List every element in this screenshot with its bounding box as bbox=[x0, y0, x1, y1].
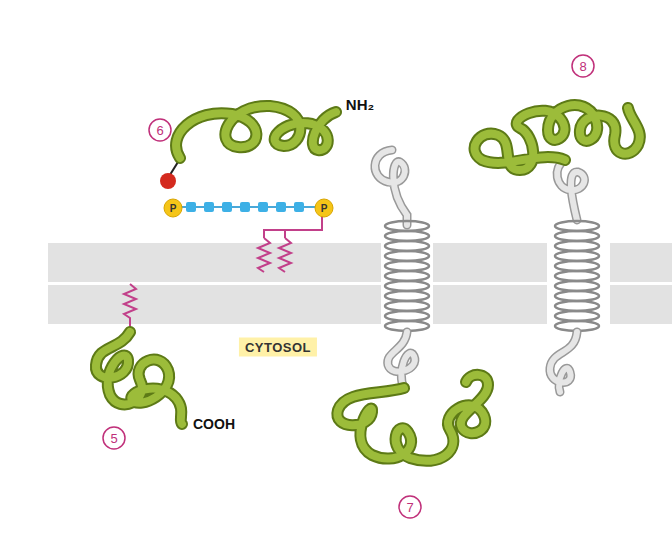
protein-chain bbox=[96, 332, 182, 424]
callout-number: 8 bbox=[579, 60, 586, 73]
svg-text:P: P bbox=[321, 203, 328, 214]
svg-text:P: P bbox=[170, 203, 177, 214]
protein-chain bbox=[337, 375, 488, 461]
callout-number: 5 bbox=[110, 432, 117, 445]
transmembrane-helix bbox=[550, 160, 599, 392]
compartment-label: CYTOSOL bbox=[239, 338, 317, 357]
callout-number: 6 bbox=[156, 124, 163, 137]
terminus-label: COOH bbox=[193, 417, 235, 431]
protein-chain bbox=[475, 105, 640, 170]
terminus-label: NH₂ bbox=[346, 97, 374, 112]
callout-number: 7 bbox=[406, 501, 413, 514]
lipid-anchor bbox=[124, 284, 136, 330]
transmembrane-helix bbox=[375, 150, 429, 388]
gpi-anchor: P P bbox=[160, 162, 333, 272]
protein-chain bbox=[176, 106, 336, 158]
callout-circle bbox=[103, 55, 594, 518]
lipid-bilayer bbox=[48, 243, 672, 324]
